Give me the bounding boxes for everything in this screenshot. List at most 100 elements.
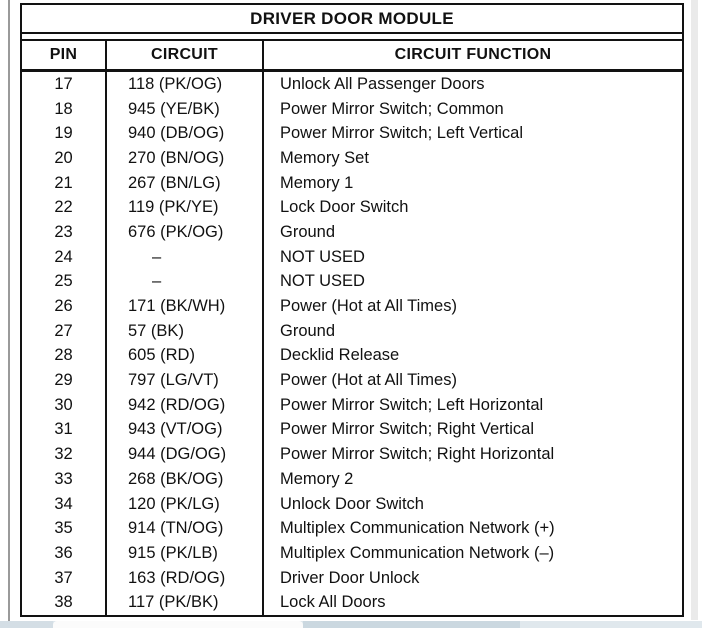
function-cell: NOT USED — [280, 247, 365, 266]
circuit-cell: 117 (PK/BK) — [107, 590, 264, 616]
function-cell: Unlock Door Switch — [280, 494, 424, 513]
circuit-cell: 914 (TN/OG) — [107, 516, 264, 542]
pin-cell: 21 — [22, 170, 107, 196]
circuit-cell: 171 (BK/WH) — [107, 294, 264, 319]
pin-cell: 35 — [22, 516, 107, 542]
pin-cell: 38 — [22, 590, 107, 616]
function-cell: Power Mirror Switch; Common — [280, 99, 504, 118]
circuit-cell: 118 (PK/OG) — [107, 72, 264, 97]
bottom-edge-segment — [53, 621, 303, 628]
column-header-circuit-function: CIRCUIT FUNCTION — [394, 46, 552, 63]
function-cell: Memory 1 — [280, 173, 354, 192]
pin-cell: 23 — [22, 220, 107, 245]
pin-cell: 27 — [22, 318, 107, 344]
driver-door-module-table: DRIVER DOOR MODULE PIN CIRCUIT CIRCUIT F… — [20, 3, 684, 617]
function-cell: Lock Door Switch — [280, 198, 409, 217]
circuit-cell: 944 (DG/OG) — [107, 442, 264, 467]
table-row: 24–NOT USED — [22, 244, 682, 270]
circuit-cell: 942 (RD/OG) — [107, 392, 264, 418]
function-cell: Power Mirror Switch; Left Horizontal — [280, 395, 544, 414]
circuit-cell: 676 (PK/OG) — [107, 220, 264, 245]
pin-cell: 28 — [22, 343, 107, 369]
title-divider-gap — [22, 34, 682, 41]
table-title: DRIVER DOOR MODULE — [22, 5, 682, 34]
column-header-circuit: CIRCUIT — [107, 41, 264, 69]
pin-cell: 25 — [22, 269, 107, 295]
function-cell: Power Mirror Switch; Left Vertical — [280, 124, 523, 143]
pin-cell: 30 — [22, 392, 107, 418]
pin-cell: 17 — [22, 72, 107, 97]
bottom-window-edge — [0, 621, 702, 628]
page-edge-line — [8, 0, 10, 621]
function-cell: Decklid Release — [280, 346, 400, 365]
pin-cell: 26 — [22, 294, 107, 319]
pin-cell: 19 — [22, 121, 107, 147]
bottom-edge-segment — [520, 621, 702, 628]
circuit-cell: 57 (BK) — [107, 318, 264, 344]
function-cell: Ground — [280, 222, 336, 241]
function-cell: Multiplex Communication Network (–) — [280, 543, 555, 562]
pin-cell: 33 — [22, 467, 107, 492]
column-header-pin: PIN — [22, 41, 107, 69]
function-cell: NOT USED — [280, 272, 365, 291]
circuit-cell: 940 (DB/OG) — [107, 121, 264, 147]
function-cell: Multiplex Communication Network (+) — [280, 519, 555, 538]
function-cell: Unlock All Passenger Doors — [280, 74, 485, 93]
circuit-cell: 163 (RD/OG) — [107, 565, 264, 591]
bottom-edge-segment — [303, 621, 520, 628]
pin-cell: 34 — [22, 491, 107, 517]
table-row: 25–NOT USED — [22, 269, 682, 295]
circuit-cell: 120 (PK/LG) — [107, 491, 264, 517]
pin-cell: 18 — [22, 96, 107, 122]
function-cell: Driver Door Unlock — [280, 568, 420, 587]
pin-cell: 36 — [22, 541, 107, 566]
scrollbar-vertical-track[interactable] — [691, 0, 698, 620]
circuit-cell: – — [107, 244, 264, 270]
function-cell: Memory 2 — [280, 469, 354, 488]
pin-cell: 24 — [22, 244, 107, 270]
bottom-edge-segment — [0, 621, 53, 628]
circuit-cell: 270 (BN/OG) — [107, 146, 264, 171]
function-cell: Memory Set — [280, 148, 369, 167]
pin-cell: 32 — [22, 442, 107, 467]
function-cell: Power Mirror Switch; Right Vertical — [280, 420, 534, 439]
pin-cell: 20 — [22, 146, 107, 171]
pin-cell: 37 — [22, 565, 107, 591]
function-cell: Power (Hot at All Times) — [280, 371, 457, 390]
circuit-cell: 267 (BN/LG) — [107, 170, 264, 196]
circuit-cell: 268 (BK/OG) — [107, 467, 264, 492]
circuit-cell: 797 (LG/VT) — [107, 368, 264, 393]
table-header-row: PIN CIRCUIT CIRCUIT FUNCTION — [22, 41, 682, 72]
circuit-cell: – — [107, 269, 264, 295]
circuit-cell: 119 (PK/YE) — [107, 195, 264, 221]
circuit-cell: 945 (YE/BK) — [107, 96, 264, 122]
circuit-cell: 915 (PK/LB) — [107, 541, 264, 566]
circuit-cell: 943 (VT/OG) — [107, 417, 264, 443]
circuit-cell: 605 (RD) — [107, 343, 264, 369]
function-cell: Power Mirror Switch; Right Horizontal — [280, 445, 555, 464]
function-cell: Lock All Doors — [280, 593, 386, 612]
pin-cell: 22 — [22, 195, 107, 221]
pin-cell: 31 — [22, 417, 107, 443]
